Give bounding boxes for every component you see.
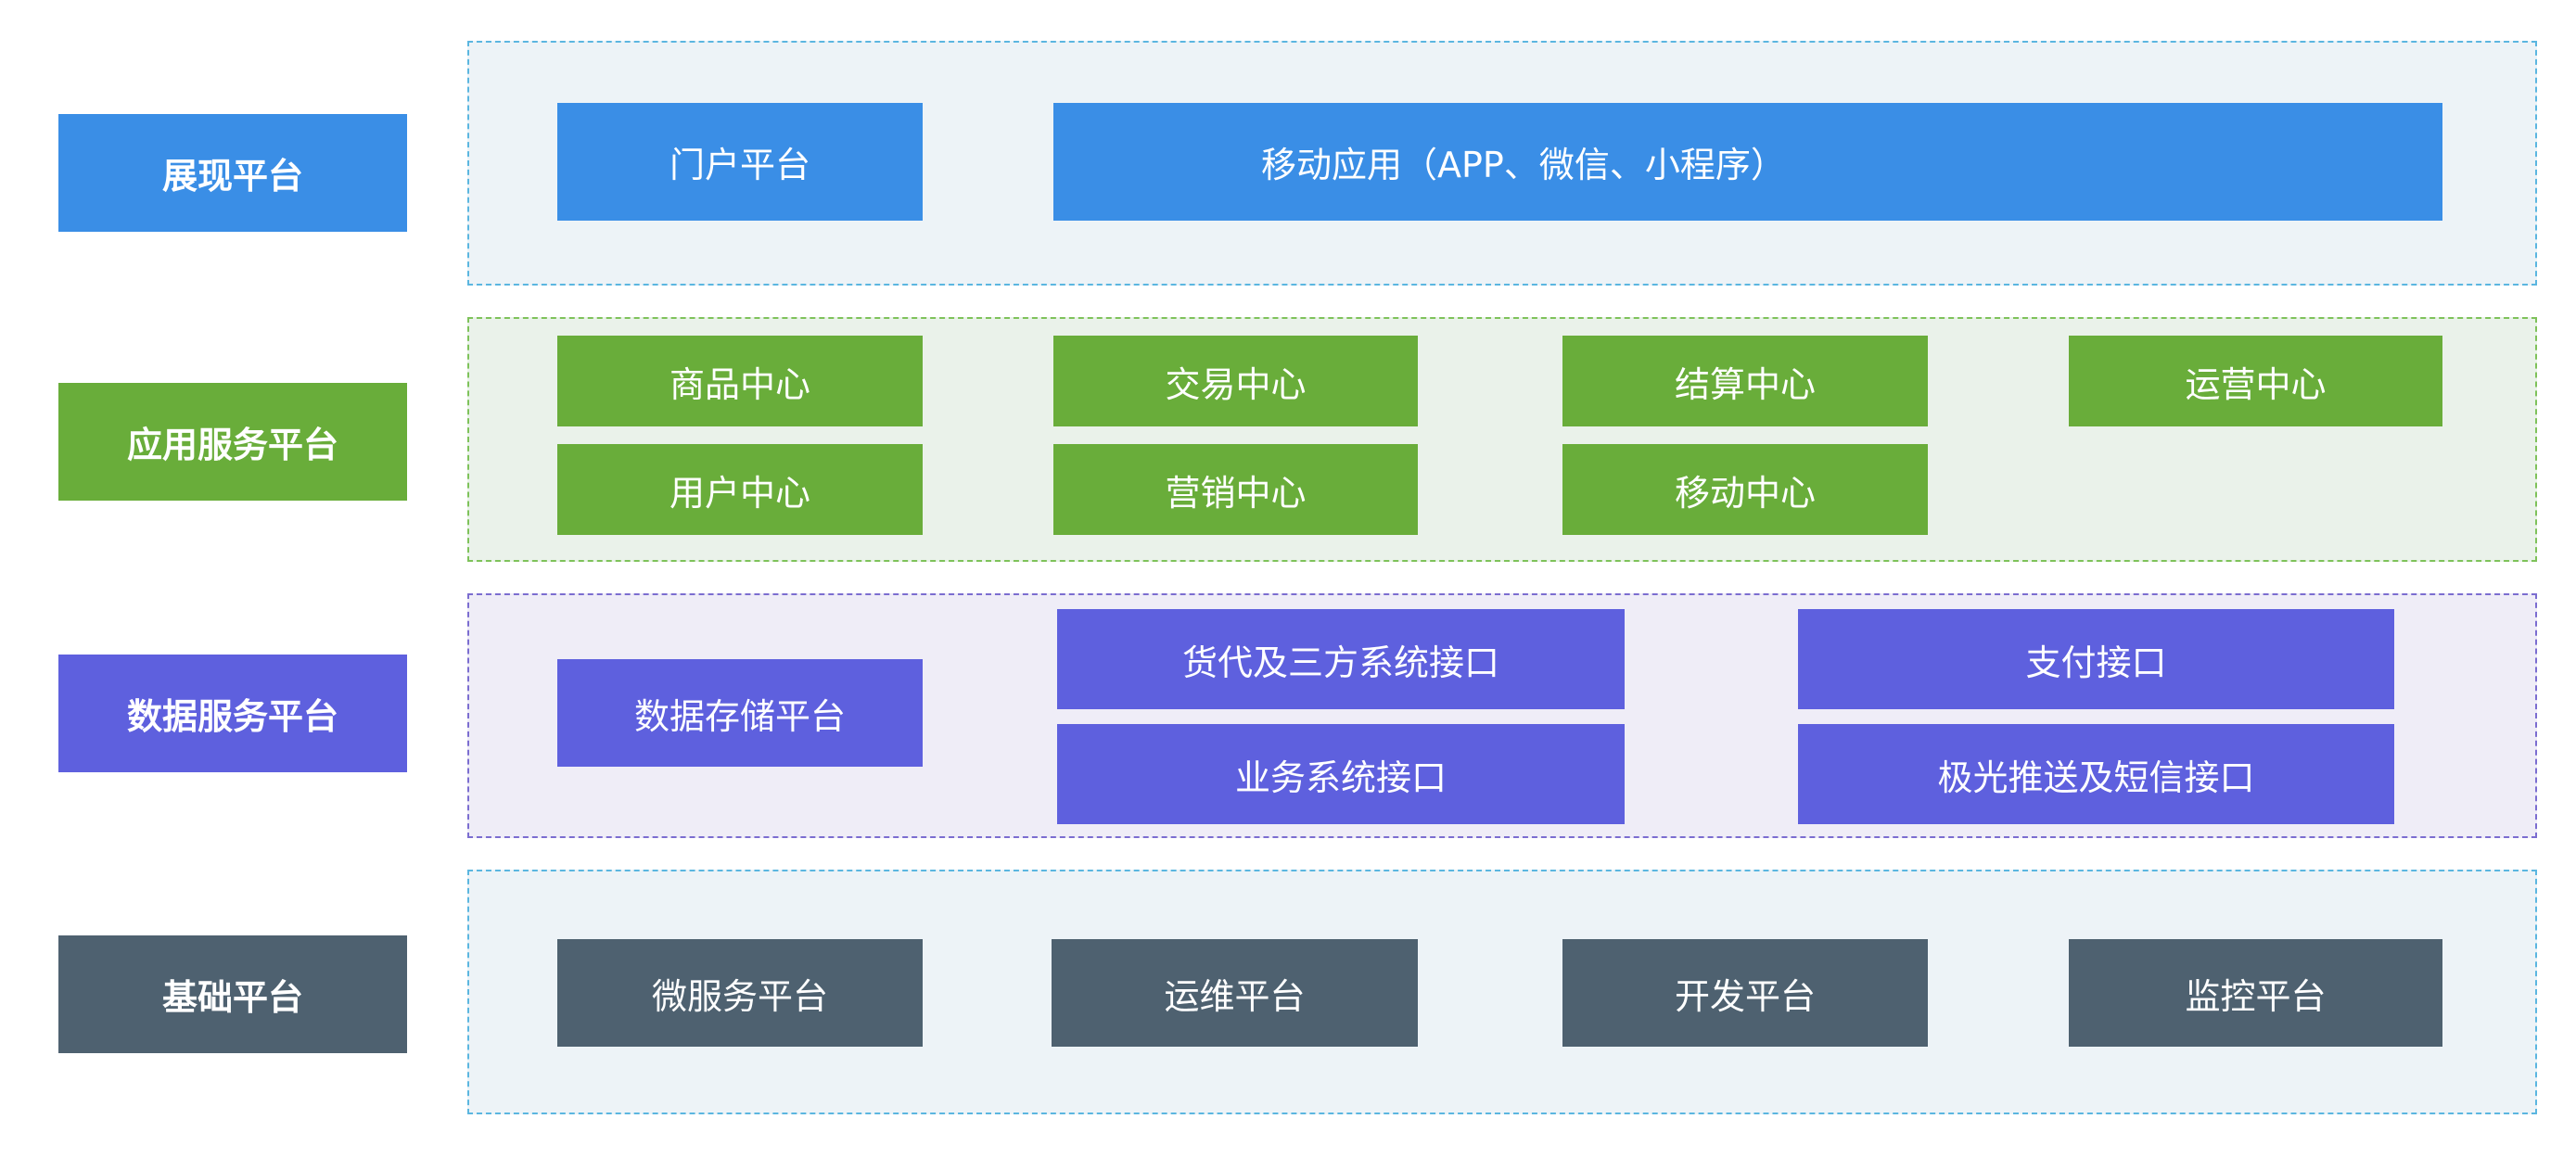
box-goods-center: 商品中心 bbox=[557, 336, 923, 426]
box-business-interface: 业务系统接口 bbox=[1057, 724, 1625, 824]
layer-label-app-service: 应用服务平台 bbox=[58, 383, 407, 501]
box-settlement-center: 结算中心 bbox=[1562, 336, 1928, 426]
box-freight-interface: 货代及三方系统接口 bbox=[1057, 609, 1625, 709]
box-portal: 门户平台 bbox=[557, 103, 923, 221]
box-data-storage: 数据存储平台 bbox=[557, 659, 923, 767]
box-ops: 运维平台 bbox=[1052, 939, 1418, 1047]
box-user-center: 用户中心 bbox=[557, 444, 923, 535]
box-mobile-center: 移动中心 bbox=[1562, 444, 1928, 535]
box-mobile-app: 移动应用（APP、微信、小程序） bbox=[1053, 103, 2442, 221]
box-operation-center: 运营中心 bbox=[2069, 336, 2442, 426]
box-trade-center: 交易中心 bbox=[1053, 336, 1418, 426]
layer-label-base: 基础平台 bbox=[58, 935, 407, 1053]
box-payment-interface: 支付接口 bbox=[1798, 609, 2394, 709]
box-monitor: 监控平台 bbox=[2069, 939, 2442, 1047]
box-push-sms-interface: 极光推送及短信接口 bbox=[1798, 724, 2394, 824]
layer-label-presentation: 展现平台 bbox=[58, 114, 407, 232]
layer-label-data-service: 数据服务平台 bbox=[58, 655, 407, 772]
box-microservice: 微服务平台 bbox=[557, 939, 923, 1047]
box-dev: 开发平台 bbox=[1562, 939, 1928, 1047]
box-marketing-center: 营销中心 bbox=[1053, 444, 1418, 535]
